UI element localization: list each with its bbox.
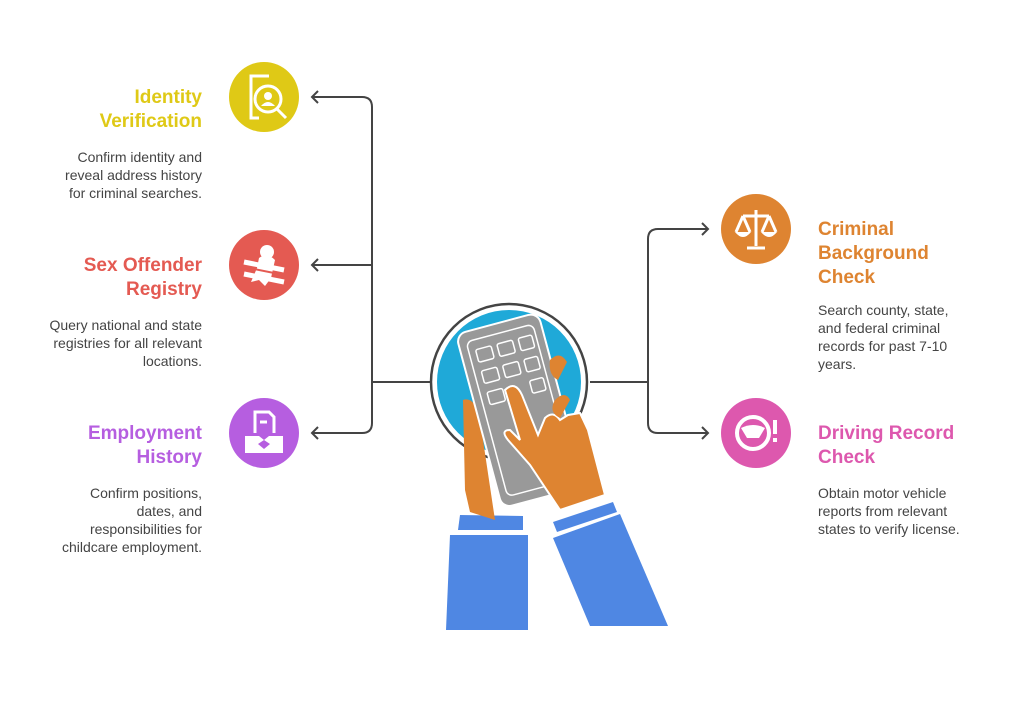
id-search-icon: [249, 74, 288, 120]
criminal-background-description: Search county, state,and federal crimina…: [818, 302, 949, 372]
steering-wheel-icon: [735, 415, 777, 451]
sex-offender-registry-icon-circle: [229, 230, 299, 300]
employment-handshake-icon: [245, 410, 283, 453]
employment-history-icon-circle: [229, 398, 299, 468]
identity-verification-icon-circle: [229, 62, 299, 132]
scales-icon: [734, 210, 778, 250]
driving-record-icon-circle: [721, 398, 791, 468]
hands-calculator-illustration: [429, 302, 668, 630]
registry-icon: [243, 245, 285, 286]
criminal-background-icon-circle: [721, 194, 791, 264]
